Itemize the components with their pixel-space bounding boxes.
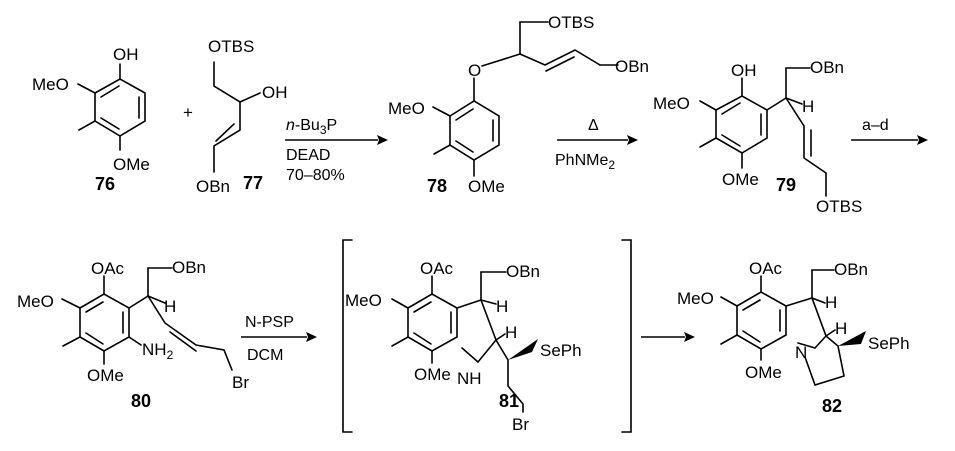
compound-number-80: 80 — [131, 391, 151, 411]
compound-number-79: 79 — [776, 175, 796, 195]
step3-conditions: a–d — [862, 117, 889, 134]
c79-otbs-label: OTBS — [816, 197, 862, 216]
c82-h1-label: H — [825, 293, 837, 312]
compound-number-82: 82 — [822, 396, 842, 416]
reaction-arrow-5 — [641, 332, 695, 342]
c76-ome-label: OMe — [113, 155, 150, 174]
c80-oac-label: OAc — [91, 259, 125, 278]
compound-number-76: 76 — [95, 174, 115, 194]
reaction-arrow-3: a–d — [851, 117, 928, 145]
c78-o-label: O — [468, 61, 481, 80]
c81-nh-label: NH — [457, 369, 482, 388]
c81-ome-label: OMe — [414, 365, 451, 384]
c82-seph-label: SePh — [868, 334, 910, 353]
c81-oac-label: OAc — [420, 259, 454, 278]
c77-obn-label: OBn — [196, 177, 230, 196]
c76-oh-label: OH — [113, 45, 139, 64]
c82-n-label: N — [795, 343, 807, 362]
step4-reagent-npsp: N-PSP — [245, 314, 294, 331]
step4-solvent-dcm: DCM — [247, 347, 283, 364]
c78-otbs-label: OTBS — [548, 13, 594, 32]
c78-meo-label: MeO — [388, 99, 425, 118]
compound-number-77: 77 — [243, 173, 263, 193]
left-bracket — [342, 239, 353, 433]
c81-h2-label: H — [505, 323, 517, 342]
c81-h1-label: H — [496, 297, 508, 316]
reaction-arrow-4: N-PSP DCM — [241, 314, 317, 364]
c80-ome-label: OMe — [87, 366, 124, 385]
c81-meo-label: MeO — [345, 291, 382, 310]
c82-meo-label: MeO — [677, 289, 714, 308]
c82-obn-label: OBn — [834, 260, 868, 279]
c80-h-label: H — [164, 297, 176, 316]
compound-82: OAc OBn MeO H H N SePh OMe 82 — [677, 259, 910, 416]
c82-ome-label: OMe — [745, 363, 782, 382]
c77-oh-label: OH — [262, 83, 288, 102]
c81-seph-label: SePh — [540, 341, 582, 360]
step1-yield: 70–80% — [286, 167, 345, 184]
compound-77: OTBS OH OBn 77 — [196, 37, 288, 196]
compound-76: OH MeO OMe 76 — [32, 45, 150, 194]
compound-number-81: 81 — [499, 391, 519, 411]
c82-oac-label: OAc — [749, 259, 783, 278]
step2-reagent: PhNMe2 — [555, 152, 615, 172]
c80-obn-label: OBn — [172, 258, 206, 277]
c79-meo-label: MeO — [653, 94, 690, 113]
reaction-arrow-1: n-Bu3P DEAD 70–80% — [285, 117, 388, 184]
compound-79: OH OBn MeO H OMe 79 OTBS — [653, 58, 862, 216]
compound-number-78: 78 — [427, 176, 447, 196]
c81-obn-label: OBn — [506, 262, 540, 281]
plus-sign: + — [183, 103, 193, 122]
compound-78: OTBS O OBn MeO OMe 78 — [388, 13, 649, 196]
c81-br-label: Br — [512, 415, 529, 434]
c78-obn-label: OBn — [615, 57, 649, 76]
c78-ome-label: OMe — [468, 177, 505, 196]
compound-81: OAc OBn MeO H H SePh NH OMe 81 Br — [345, 259, 582, 434]
c76-meo-label: MeO — [32, 75, 69, 94]
c79-obn-label: OBn — [810, 58, 844, 77]
reaction-arrow-2: Δ PhNMe2 — [555, 117, 638, 172]
c77-otbs-label: OTBS — [208, 37, 254, 56]
c80-br-label: Br — [232, 373, 249, 392]
c80-meo-label: MeO — [17, 292, 54, 311]
c82-h2-label: H — [835, 319, 847, 338]
step1-reagent-dead: DEAD — [286, 147, 330, 164]
c79-h-label: H — [802, 97, 814, 116]
right-bracket — [621, 239, 632, 433]
c79-oh-label: OH — [731, 61, 757, 80]
step2-heat: Δ — [588, 117, 599, 134]
step1-reagent-nbu3p: n-Bu3P — [286, 117, 337, 137]
c79-ome-label: OMe — [722, 170, 759, 189]
compound-80: OAc OBn MeO H NH2 OMe Br 80 — [17, 258, 249, 411]
c80-nh2-label: NH2 — [142, 340, 174, 362]
